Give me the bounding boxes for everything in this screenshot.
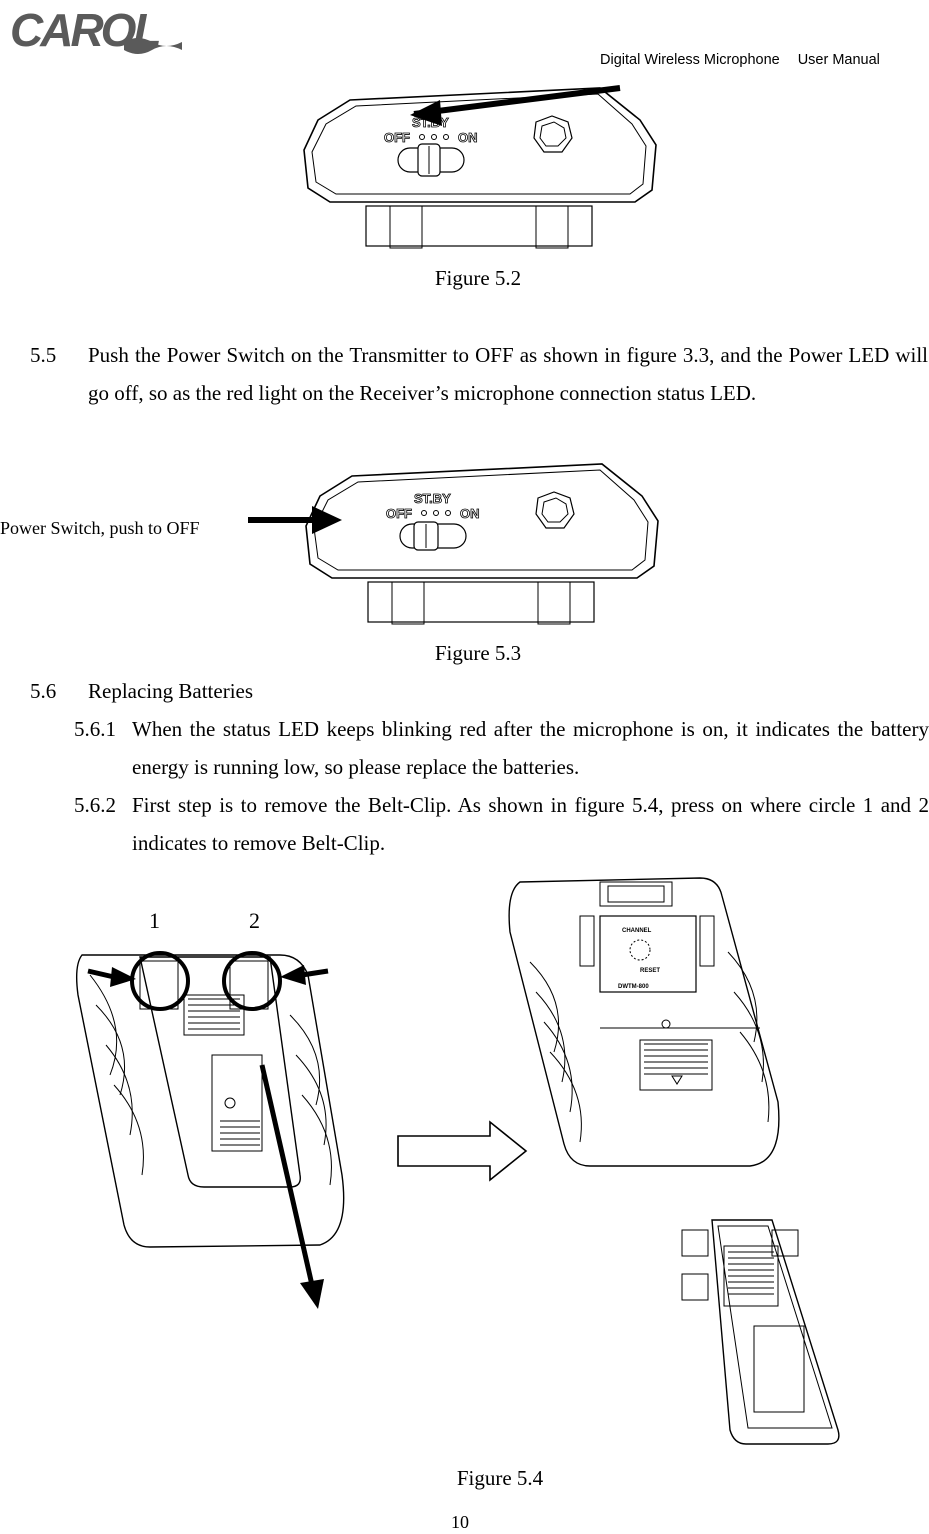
channel-label: CHANNEL [622, 928, 652, 934]
transmitter-without-beltclip: CHANNEL RESET DWTM-800 [508, 877, 780, 1167]
transmitter-with-beltclip [75, 951, 345, 1309]
product-name: Digital Wireless Microphone [600, 52, 780, 68]
on-label: ON [458, 130, 478, 145]
detached-beltclip [681, 1219, 840, 1445]
doc-type: User Manual [797, 52, 880, 68]
off-label: OFF [386, 506, 412, 521]
item-text: When the status LED keeps blinking red a… [132, 717, 929, 779]
section-number: 5.5 [30, 343, 57, 367]
transmitter-top-figure-5-3: ST.BY OFF ON [248, 463, 659, 625]
section-5-6-heading: 5.6 Replacing Batteries [30, 672, 929, 710]
off-label: OFF [384, 130, 410, 145]
item-5-6-2: 5.6.2 First step is to remove the Belt-C… [74, 786, 929, 862]
power-switch-callout: Power Switch, push to OFF [0, 518, 200, 538]
header-right: Digital Wireless Microphone User Manual [600, 52, 880, 68]
circle-2-label: 2 [249, 908, 260, 933]
reset-label: RESET [640, 968, 660, 974]
section-text: Push the Power Switch on the Transmitter… [88, 343, 928, 405]
carol-logo: CAROL [10, 4, 182, 56]
section-title: Replacing Batteries [88, 679, 254, 703]
item-text: First step is to remove the Belt-Clip. A… [132, 793, 929, 855]
transmitter-top-figure-5-2: ST.BY OFF ON [303, 85, 657, 249]
figure-5-4-caption: Figure 5.4 [456, 1466, 544, 1490]
section-number: 5.6 [30, 679, 57, 703]
item-number: 5.6.1 [74, 717, 116, 741]
on-label: ON [460, 506, 480, 521]
standby-label: ST.BY [414, 491, 451, 506]
item-number: 5.6.2 [74, 793, 116, 817]
item-5-6-1: 5.6.1 When the status LED keeps blinking… [74, 710, 929, 786]
section-5-5: 5.5 Push the Power Switch on the Transmi… [30, 336, 929, 450]
circle-1-label: 1 [149, 908, 160, 933]
transition-arrow [397, 1120, 528, 1182]
page-number: 10 [451, 1512, 469, 1532]
figure-5-2-caption: Figure 5.2 [434, 266, 522, 290]
figure-5-3-caption: Figure 5.3 [434, 641, 522, 665]
model-label: DWTM-800 [618, 984, 649, 990]
